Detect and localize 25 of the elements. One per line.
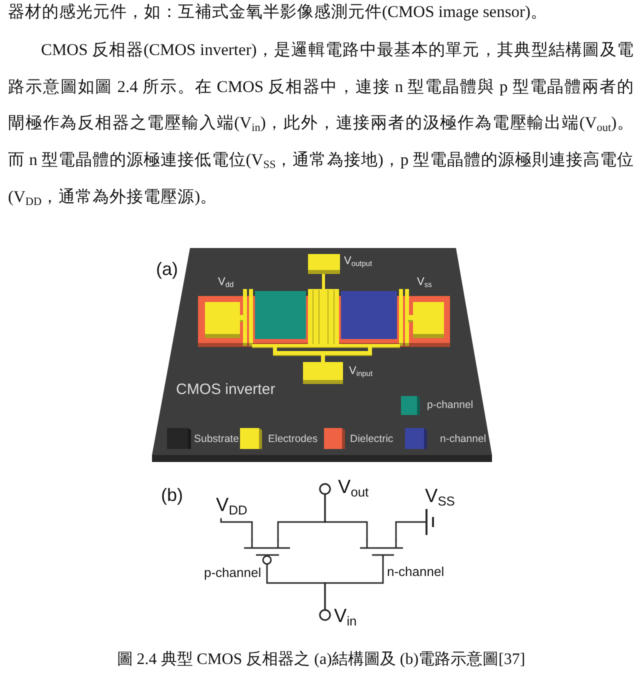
terminal-label: V$_{out}$ <box>338 477 369 499</box>
terminal-label: V$_{ss}$ <box>417 275 432 289</box>
panel-label: (a) <box>156 258 178 280</box>
legend-label: Electrodes <box>268 432 318 446</box>
body-paragraph: CMOS 反相器(CMOS inverter)，是邏輯電路中最基本的單元，其典型結構圖及電路示意圖如圖 2.4 所示。在 CMOS 反相器中，連接 n 型電晶體與 p 型電晶體兩者的閘極作為反相器之電壓輸入端(V$_{in}$)，此外，連接兩者的汲極作為電壓輸出端(V$_{out}$)。而 n 型電晶體的源極連接低電位(V$_{SS}$，通常為接地)，p 型電晶體的源極則連接高電位(V$_{DD}$，通常為外接電壓源)。 <box>8 39 634 210</box>
terminal-label: V$_{DD}$ <box>216 495 248 517</box>
panel-label: (b) <box>161 484 183 506</box>
terminal-label: V$_{in}$ <box>334 606 357 628</box>
legend-label: Substrate <box>194 432 239 446</box>
transistor-label: p-channel <box>204 565 262 581</box>
figure-caption: 圖 2.4 典型 CMOS 反相器之 (a)結構圖及 (b)電路示意圖[37] <box>116 650 526 670</box>
transistor-label: n-channel <box>387 564 444 580</box>
legend-label: n-channel <box>440 432 486 446</box>
wire <box>220 518 253 541</box>
legend-label: Dielectric <box>350 432 394 446</box>
device-title: CMOS inverter <box>176 380 276 399</box>
body-paragraph: 器材的感光元件，如：互補式金氧半影像感測元件(CMOS image sensor)。 <box>8 1 548 23</box>
terminal-label: V$_{output}$ <box>344 254 372 268</box>
wire <box>324 556 384 610</box>
wire <box>324 494 368 541</box>
wire <box>395 521 426 541</box>
terminal-label: V$_{input}$ <box>349 364 373 378</box>
legend-label: p-channel <box>427 398 474 412</box>
terminal-label: V$_{SS}$ <box>425 486 455 508</box>
terminal-label: V$_{dd}$ <box>218 275 234 289</box>
